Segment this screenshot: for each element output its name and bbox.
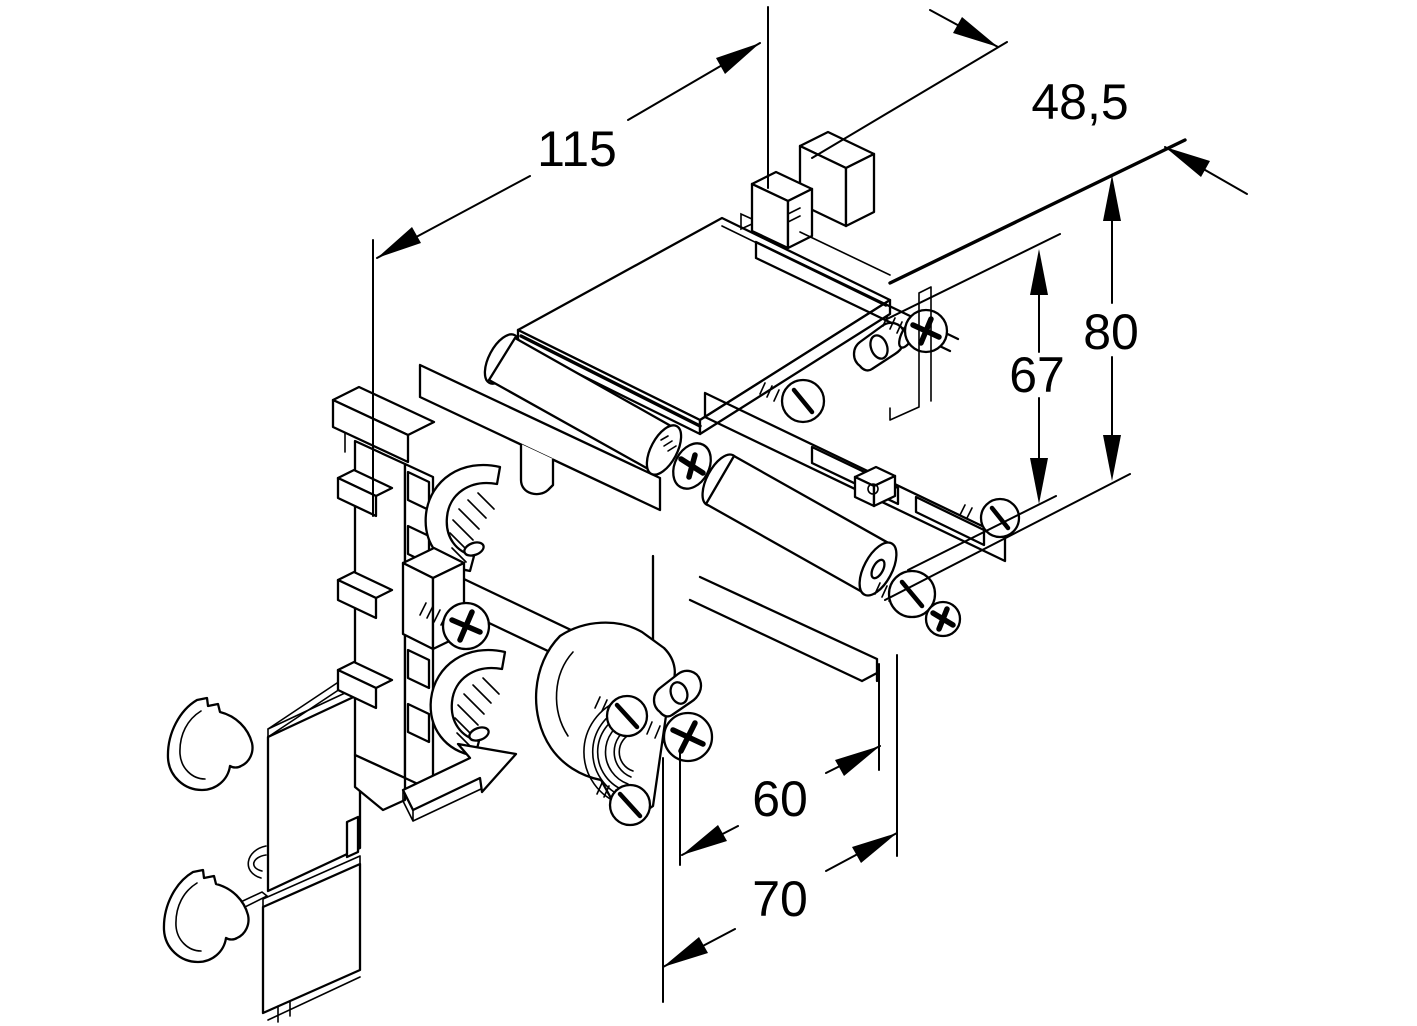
device-body-frame	[418, 363, 662, 747]
extension-line	[884, 233, 1061, 321]
extension-line	[884, 473, 1131, 601]
dimension-67: 67	[884, 233, 1065, 571]
cover-plate	[516, 216, 892, 436]
dimension-48-5: 48,5	[811, 9, 1248, 285]
dimension-70: 70	[662, 654, 898, 1003]
extension-line	[888, 138, 1187, 285]
fixing-screw	[419, 601, 491, 651]
dim-arrowhead	[1030, 458, 1048, 504]
strain-relief-clamp	[534, 621, 714, 827]
dimension-67-label: 67	[1009, 347, 1065, 403]
cable-funnel-lower	[429, 648, 507, 758]
cable-funnel-upper	[424, 463, 502, 573]
dim-arrowhead	[377, 227, 421, 258]
right-support-frame	[703, 378, 1021, 563]
dimension-60-label: 60	[752, 771, 808, 827]
dimension-48-5-label: 48,5	[1031, 74, 1128, 130]
dim-arrowhead	[1030, 249, 1048, 295]
dim-arrowhead	[852, 833, 897, 863]
dimension-115-label: 115	[537, 121, 617, 177]
lower-roller	[701, 453, 898, 597]
upper-roller	[483, 333, 712, 490]
dim-arrowhead	[953, 17, 998, 47]
dimension-60: 60	[679, 663, 881, 866]
dimension-115: 115	[372, 6, 769, 517]
bottom-right-rail	[688, 569, 962, 683]
insertion-direction-arrow	[401, 742, 518, 822]
dim-arrowhead	[1165, 147, 1210, 177]
dim-arrowhead	[663, 937, 708, 967]
dim-arrowhead	[835, 746, 880, 776]
dimension-70-label: 70	[752, 871, 808, 927]
dimension-80-label: 80	[1083, 304, 1139, 360]
right-fixing-lug	[852, 286, 949, 421]
extension-line	[907, 495, 1057, 571]
dim-arrowhead	[1103, 175, 1121, 221]
dim-arrowhead	[716, 43, 760, 74]
dimension-80: 80	[884, 175, 1139, 601]
top-clamp-bracket	[740, 130, 960, 353]
dim-arrowhead	[682, 825, 727, 855]
dim-arrowhead	[1103, 435, 1121, 481]
trunking-profile-curves	[162, 696, 254, 964]
extension-line	[811, 41, 1008, 159]
